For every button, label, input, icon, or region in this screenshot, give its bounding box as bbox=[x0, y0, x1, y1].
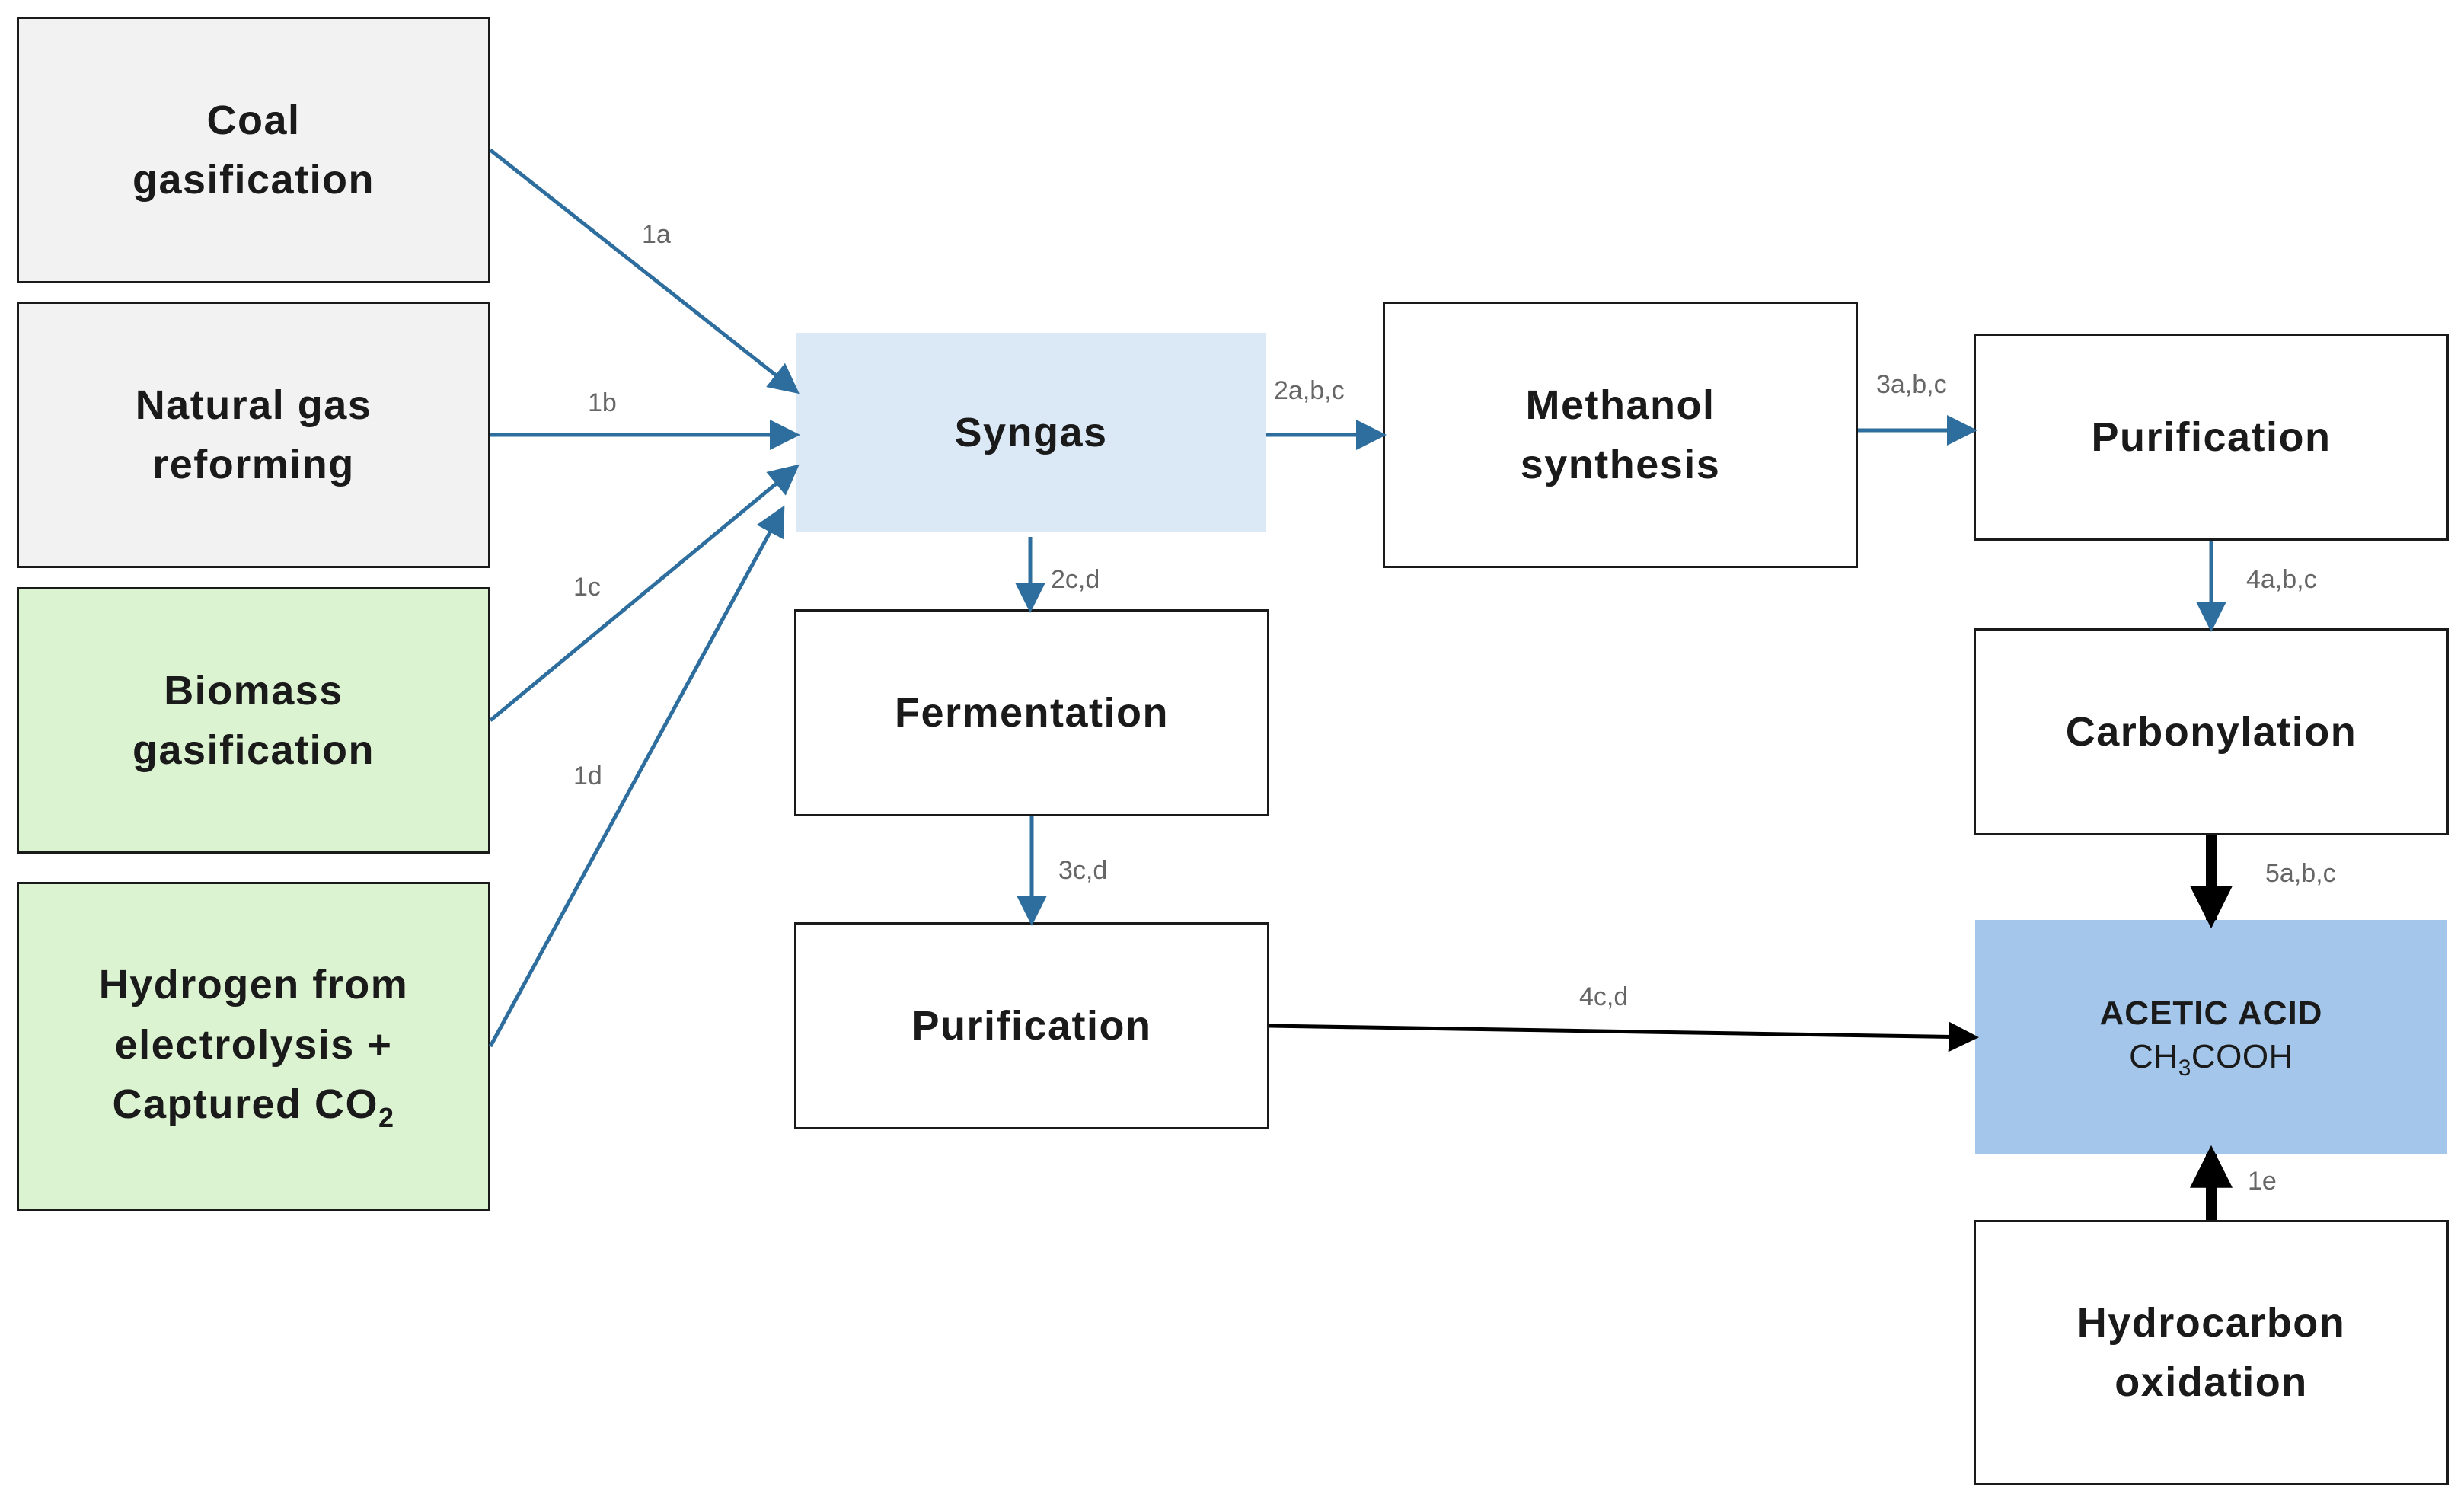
acetic-acid-formula: CH3COOH bbox=[2129, 1035, 2293, 1083]
acetic-acid-title: ACETIC ACID bbox=[2099, 994, 2323, 1032]
purification-top-label: Purification bbox=[2091, 414, 2332, 460]
arrow-1c bbox=[489, 464, 800, 722]
hydrogen-label-line-2: electrolysis + bbox=[114, 1021, 393, 1068]
arrow-1a bbox=[489, 149, 800, 394]
hydrogen-label-line-1: Hydrogen from bbox=[98, 962, 409, 1008]
fermentation-box: Fermentation bbox=[794, 609, 1269, 816]
hydrocarbon-oxidation-box: Hydrocarbon oxidation bbox=[1974, 1220, 2449, 1485]
syngas-label: Syngas bbox=[954, 409, 1108, 455]
formula-part-ch: CH bbox=[2129, 1037, 2178, 1075]
edge-label-1a: 1a bbox=[642, 220, 671, 249]
co2-subscript: 2 bbox=[378, 1101, 395, 1133]
purification-bottom-box: Purification bbox=[794, 922, 1269, 1129]
purification-top-box: Purification bbox=[1974, 334, 2449, 541]
edge-label-4cd: 4c,d bbox=[1579, 982, 1628, 1011]
edge-label-1d: 1d bbox=[573, 762, 602, 790]
natural-gas-reforming-box: Natural gas reforming bbox=[17, 302, 490, 568]
edge-label-2abc: 2a,b,c bbox=[1274, 376, 1345, 405]
carbonylation-label: Carbonylation bbox=[2065, 708, 2357, 755]
biomass-gasification-box: Biomass gasification bbox=[17, 587, 490, 854]
hydrogen-electrolysis-box: Hydrogen from electrolysis + Captured CO… bbox=[17, 882, 490, 1211]
natural-gas-reforming-label: Natural gas reforming bbox=[135, 382, 372, 487]
arrow-1d bbox=[488, 505, 785, 1048]
methanol-synthesis-label: Methanol synthesis bbox=[1520, 382, 1721, 487]
edge-label-2cd: 2c,d bbox=[1051, 565, 1100, 594]
coal-gasification-box: Coal gasification bbox=[17, 17, 490, 283]
syngas-box: Syngas bbox=[796, 333, 1266, 532]
edge-label-3abc: 3a,b,c bbox=[1876, 370, 1947, 399]
hydrocarbon-oxidation-label: Hydrocarbon oxidation bbox=[2076, 1299, 2346, 1405]
edge-label-5abc: 5a,b,c bbox=[2265, 859, 2336, 888]
purification-bottom-label: Purification bbox=[911, 1002, 1152, 1049]
edge-label-3cd: 3c,d bbox=[1058, 856, 1107, 885]
edge-label-1e: 1e bbox=[2248, 1167, 2277, 1196]
biomass-gasification-label: Biomass gasification bbox=[132, 667, 375, 773]
coal-gasification-label: Coal gasification bbox=[132, 97, 375, 203]
captured-co-text: Captured CO bbox=[112, 1081, 378, 1127]
acetic-acid-box: ACETIC ACID CH3COOH bbox=[1975, 920, 2447, 1154]
edge-label-1c: 1c bbox=[573, 573, 601, 602]
fermentation-label: Fermentation bbox=[894, 689, 1170, 736]
formula-part-cooh: COOH bbox=[2191, 1037, 2293, 1075]
hydrogen-electrolysis-label: Hydrogen from electrolysis + Captured CO… bbox=[99, 955, 409, 1138]
methanol-synthesis-box: Methanol synthesis bbox=[1383, 302, 1858, 568]
arrow-4cd bbox=[1269, 1021, 1979, 1052]
formula-subscript-3: 3 bbox=[2178, 1055, 2191, 1081]
hydrogen-label-line-3: Captured CO2 bbox=[99, 1075, 409, 1138]
edge-label-1b: 1b bbox=[588, 388, 617, 417]
edge-label-4abc: 4a,b,c bbox=[2246, 565, 2317, 594]
carbonylation-box: Carbonylation bbox=[1974, 628, 2449, 835]
